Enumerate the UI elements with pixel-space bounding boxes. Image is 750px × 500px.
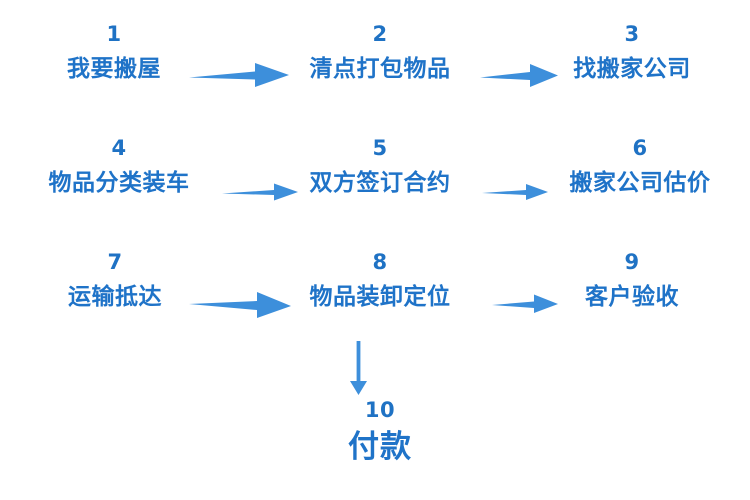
flow-step-5[interactable]: 5 双方签订合约 [290,138,470,195]
flow-step-10[interactable]: 10 付款 [290,400,470,463]
step-label: 找搬家公司 [573,56,691,82]
arrow-step-8-to-step-9 [492,293,560,315]
arrow-step-1-to-step-2 [189,60,291,90]
arrow-step-2-to-step-3 [480,62,560,90]
step-number: 5 [372,136,388,160]
step-label: 物品装卸定位 [309,284,451,310]
step-label: 付款 [348,429,412,465]
step-number: 8 [372,250,388,274]
flow-step-9[interactable]: 9 客户验收 [552,252,712,309]
flow-step-8[interactable]: 8 物品装卸定位 [290,252,470,309]
step-label: 我要搬屋 [67,56,161,82]
flow-step-1[interactable]: 1 我要搬屋 [34,24,194,81]
flow-step-3[interactable]: 3 找搬家公司 [552,24,712,81]
arrow-step-4-to-step-5 [222,181,300,203]
step-number: 9 [624,250,640,274]
step-number: 1 [106,22,122,46]
step-label: 运输抵达 [68,284,162,310]
step-label: 清点打包物品 [309,56,451,82]
step-label: 搬家公司估价 [569,170,711,196]
step-label: 客户验收 [585,284,679,310]
flow-step-6[interactable]: 6 搬家公司估价 [545,138,735,195]
flow-step-4[interactable]: 4 物品分类装车 [24,138,214,195]
step-number: 10 [364,398,396,422]
step-label: 双方签订合约 [309,170,451,196]
arrow-step-5-to-step-6 [482,182,550,202]
step-number: 6 [632,136,648,160]
step-number: 3 [624,22,640,46]
flow-step-7[interactable]: 7 运输抵达 [35,252,195,309]
step-label: 物品分类装车 [48,170,190,196]
step-number: 4 [111,136,127,160]
arrow-step-7-to-step-8 [189,290,293,320]
step-number: 7 [107,250,123,274]
arrow-step-8-to-step-10 [345,341,373,397]
step-number: 2 [372,22,388,46]
flow-step-2[interactable]: 2 清点打包物品 [290,24,470,81]
